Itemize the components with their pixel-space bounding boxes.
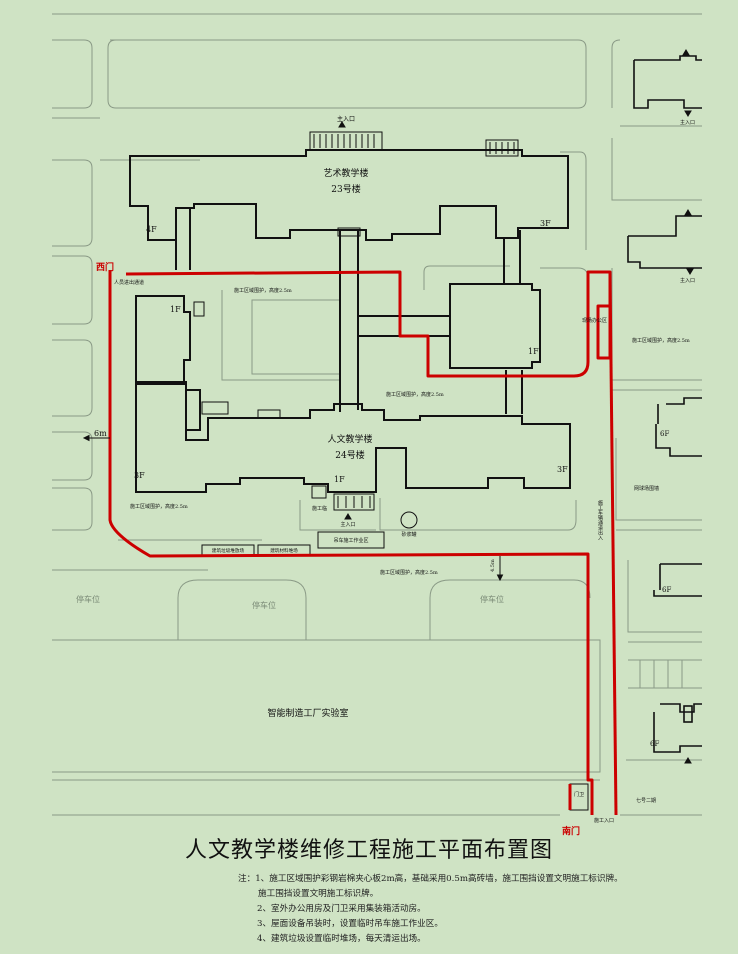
construction-fence — [108, 270, 618, 816]
art-building-number: 23号楼 — [331, 183, 360, 195]
label-6f-2: 6F — [662, 586, 671, 594]
note-1-cont: 施工围挡设置文明施工标识牌。 — [258, 889, 379, 899]
label-main-entrance-right-2: 主入口 — [680, 277, 695, 284]
road-lines — [52, 13, 702, 816]
label-dim-6m: 6m — [94, 429, 107, 438]
right-annex-floors: 1F — [528, 347, 539, 356]
humanities-floors-left: 3F — [134, 471, 145, 480]
label-waste-yard: 建筑垃圾堆放场 — [212, 547, 245, 554]
dimension-marks — [82, 49, 694, 764]
note-item-1: 1、施工区域围护彩钢岩棉夹心板2m高，基础采用0.5m高砖墙，施工围挡设置文明施… — [255, 874, 623, 884]
label-main-entrance-right-1: 主入口 — [680, 119, 695, 126]
notes: 注：1、施工区域围护彩钢岩棉夹心板2m高，基础采用0.5m高砖墙，施工围挡设置文… — [238, 872, 623, 947]
label-main-entrance-south: 主入口 — [340, 521, 355, 528]
label-gate-house: 门卫 — [574, 791, 584, 798]
art-building-floors-left: 4F — [146, 225, 157, 234]
label-fence-note-4: 施工区域围护，高度2.5m — [380, 569, 438, 576]
label-fire-road: 施工车辆通道出入 — [597, 499, 603, 540]
humanities-floors-right: 3F — [557, 465, 568, 474]
label-fence-note-5: 施工区域围护，高度2.5m — [632, 337, 690, 344]
label-6f-3: 6F — [650, 740, 659, 748]
label-construction-entrance: 施工入口 — [594, 817, 614, 824]
mortar-mixer-symbol — [400, 511, 418, 529]
note-2: 2、室外办公用房及门卫采用集装箱活动房。 — [257, 904, 426, 914]
parking-left: 停车位 — [76, 594, 100, 604]
label-fence-note-3: 施工区域围护，高度2.5m — [130, 503, 188, 510]
label-west-wall: 网球场围墙 — [634, 485, 659, 492]
buildings — [129, 149, 571, 493]
label-west-gate: 西门 — [96, 261, 114, 273]
stair-marks — [193, 131, 519, 511]
lab-name: 智能制造工厂实验室 — [267, 707, 348, 719]
art-building-outline — [129, 149, 569, 241]
right-annex-outline — [449, 283, 541, 369]
humanities-building-outline — [135, 381, 571, 493]
note-1: 注：1、施工区域围护彩钢岩棉夹心板2m高，基础采用0.5m高砖墙，施工围挡设置文… — [238, 872, 623, 887]
label-material-yard: 建筑材料堆场 — [270, 547, 298, 554]
humanities-building-number: 24号楼 — [335, 449, 364, 461]
labels: 主入口 艺术教学楼 23号楼 4F 3F 1F 1F 人文教学楼 24号楼 3F… — [76, 115, 695, 837]
label-temp: 施工临 — [312, 505, 327, 512]
parking-right: 停车位 — [480, 594, 504, 604]
label-site-office: 现场办公区 — [582, 317, 607, 324]
page-title: 人文教学楼维修工程施工平面布置图 — [184, 838, 553, 863]
label-crane-zone: 吊车施工作业区 — [333, 537, 368, 544]
note-4: 4、建筑垃圾设置临时堆场，每天清运出场。 — [257, 934, 426, 944]
label-6f-1: 6F — [660, 430, 669, 438]
label-toilet: 七号二期 — [636, 797, 656, 804]
label-mixer: 砂浆罐 — [401, 531, 416, 538]
note-3: 3、屋面设备吊装时，设置临时吊车施工作业区。 — [257, 919, 443, 929]
humanities-floors-mid: 1F — [334, 475, 345, 484]
label-dim-5m: 4.5m — [490, 559, 496, 572]
label-fence-note-2: 施工区域围护，高度2.5m — [386, 391, 444, 398]
humanities-building-name: 人文教学楼 — [327, 433, 372, 445]
notes-lead: 注： — [238, 874, 256, 884]
label-pedestrian-entry: 人员进出通道 — [114, 279, 144, 286]
residential-buildings — [627, 55, 702, 753]
label-main-entrance: 主入口 — [337, 115, 355, 123]
art-building-name: 艺术教学楼 — [323, 167, 368, 179]
left-annex-floors: 1F — [170, 305, 181, 314]
parking-center: 停车位 — [252, 600, 276, 610]
left-annex-outline — [135, 295, 191, 385]
label-south-gate: 南门 — [562, 825, 580, 837]
label-fence-note-1: 施工区域围护，高度2.5m — [234, 287, 292, 294]
art-building-floors-right: 3F — [540, 219, 551, 228]
